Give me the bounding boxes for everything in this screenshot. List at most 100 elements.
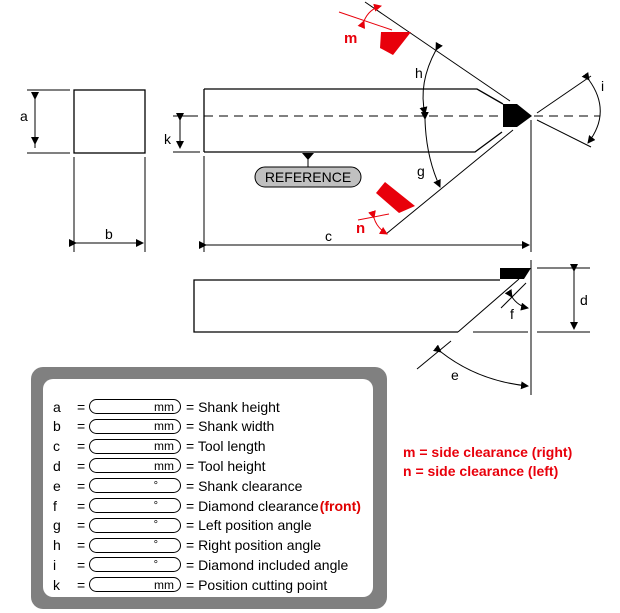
param-row-i: i = ° = Diamond included angle bbox=[53, 555, 348, 574]
dim-label-a: a bbox=[20, 108, 28, 124]
unit-label: mm bbox=[154, 399, 174, 414]
param-input-d[interactable]: mm bbox=[89, 458, 181, 474]
unit-label: mm bbox=[154, 458, 174, 473]
equals-sign: = bbox=[77, 418, 86, 435]
unit-label: mm bbox=[154, 439, 174, 454]
angle-g-arc bbox=[420, 111, 441, 188]
dim-label-b: b bbox=[105, 226, 113, 242]
angle-h-arc bbox=[419, 41, 443, 115]
equals-sign: = bbox=[77, 537, 86, 554]
param-input-b[interactable]: mm bbox=[89, 418, 181, 434]
unit-label: ° bbox=[153, 558, 158, 571]
param-value-a[interactable] bbox=[96, 400, 148, 413]
param-description: = Tool height bbox=[186, 457, 266, 474]
unit-label: ° bbox=[153, 499, 158, 512]
equals-sign: = bbox=[77, 457, 86, 474]
dim-label-e: e bbox=[451, 367, 459, 383]
shank-bottom-edge bbox=[204, 131, 503, 153]
param-value-b[interactable] bbox=[96, 419, 148, 433]
tool-side-view: f e d bbox=[193, 260, 590, 395]
param-var-label: b bbox=[53, 418, 61, 435]
param-value-k[interactable] bbox=[96, 578, 148, 592]
param-description: = Shank height bbox=[186, 398, 280, 415]
param-input-h[interactable]: ° bbox=[89, 537, 181, 553]
shank-cross-section: a b bbox=[20, 89, 146, 252]
param-input-f[interactable]: ° bbox=[89, 498, 181, 513]
reference-badge bbox=[254, 166, 362, 188]
diamond-tip bbox=[503, 104, 532, 127]
param-row-a: a = mm = Shank height bbox=[53, 397, 280, 416]
param-input-k[interactable]: mm bbox=[89, 577, 181, 593]
unit-label: mm bbox=[154, 419, 174, 434]
param-value-e[interactable] bbox=[96, 479, 148, 493]
diamond-clearance-line bbox=[500, 282, 527, 309]
param-input-g[interactable]: ° bbox=[89, 517, 181, 533]
red-label-m: m bbox=[344, 30, 357, 47]
param-var-label: g bbox=[53, 517, 61, 534]
parameter-panel: a = mm = Shank height b = mm = Shank width c = mm =… bbox=[31, 367, 387, 609]
unit-label: ° bbox=[153, 479, 158, 492]
equals-sign: = bbox=[77, 576, 86, 593]
dim-label-k: k bbox=[164, 131, 172, 147]
unit-label: ° bbox=[153, 539, 158, 552]
equals-sign: = bbox=[77, 477, 86, 494]
param-description: = Position cutting point bbox=[186, 576, 328, 593]
param-row-c: c = mm = Tool length bbox=[53, 437, 266, 456]
tool-top-view: k REFERENCE c h g i m n bbox=[164, 1, 604, 252]
param-value-f[interactable] bbox=[96, 499, 148, 512]
dim-label-c: c bbox=[325, 228, 332, 244]
param-row-k: k=mm= Position cutting point bbox=[53, 575, 327, 594]
param-row-b: b = mm = Shank width bbox=[53, 417, 274, 436]
legend-n: n = side clearance (left) bbox=[403, 463, 559, 479]
red-label-n: n bbox=[356, 220, 365, 237]
shank-end-rect bbox=[73, 89, 146, 154]
shank-side-outline bbox=[193, 279, 500, 333]
reference-marker-icon bbox=[302, 153, 314, 160]
param-row-e: e = ° = Shank clearance bbox=[53, 476, 302, 495]
shank-clearance-line bbox=[416, 340, 452, 370]
dim-label-i: i bbox=[601, 78, 604, 94]
legend-m: m = side clearance (right) bbox=[403, 444, 573, 460]
param-var-label: c bbox=[53, 438, 60, 455]
unit-label: mm bbox=[154, 577, 174, 592]
param-var-label: i bbox=[53, 556, 57, 573]
param-value-g[interactable] bbox=[96, 518, 148, 532]
equals-sign: = bbox=[77, 398, 86, 415]
param-input-e[interactable]: ° bbox=[89, 478, 181, 494]
angle-e-arc bbox=[433, 344, 529, 390]
param-description: = Tool length bbox=[186, 438, 266, 455]
dim-label-h: h bbox=[415, 65, 423, 81]
diamond-side bbox=[500, 268, 531, 279]
param-description: = Shank width bbox=[186, 418, 275, 435]
param-var-label: d bbox=[53, 457, 61, 474]
param-description: = Diamond included angle bbox=[186, 556, 349, 573]
equals-sign: = bbox=[77, 497, 86, 514]
dim-label-f: f bbox=[510, 306, 514, 322]
param-description: = Shank clearance bbox=[186, 477, 303, 494]
param-row-d: d = mm = Tool height bbox=[53, 456, 266, 475]
param-value-h[interactable] bbox=[96, 538, 148, 552]
param-input-c[interactable]: mm bbox=[89, 438, 181, 454]
param-description: = Left position angle bbox=[186, 517, 312, 534]
param-input-a[interactable]: mm bbox=[89, 399, 181, 414]
parameter-form: a = mm = Shank height b = mm = Shank width c = mm =… bbox=[43, 379, 373, 597]
equals-sign: = bbox=[77, 556, 86, 573]
param-value-c[interactable] bbox=[96, 439, 148, 453]
shank-top-edge bbox=[204, 88, 504, 105]
m-clearance-insert bbox=[380, 32, 411, 55]
param-row-f: f=°= Diamond clearance(front) bbox=[53, 496, 361, 515]
equals-sign: = bbox=[77, 438, 86, 455]
clearance-legend: m = side clearance (right) n = side clea… bbox=[403, 443, 572, 481]
param-var-label: f bbox=[53, 497, 57, 514]
param-value-d[interactable] bbox=[96, 459, 148, 473]
param-row-g: g=°= Left position angle bbox=[53, 516, 312, 535]
param-var-label: h bbox=[53, 537, 61, 554]
included-angle-upper-line bbox=[536, 75, 592, 114]
param-description: = Diamond clearance bbox=[186, 497, 319, 514]
param-input-i[interactable]: ° bbox=[89, 557, 181, 573]
dim-label-g: g bbox=[417, 163, 425, 179]
param-var-label: a bbox=[53, 398, 61, 415]
param-var-label: e bbox=[53, 477, 61, 494]
param-value-i[interactable] bbox=[96, 558, 148, 572]
